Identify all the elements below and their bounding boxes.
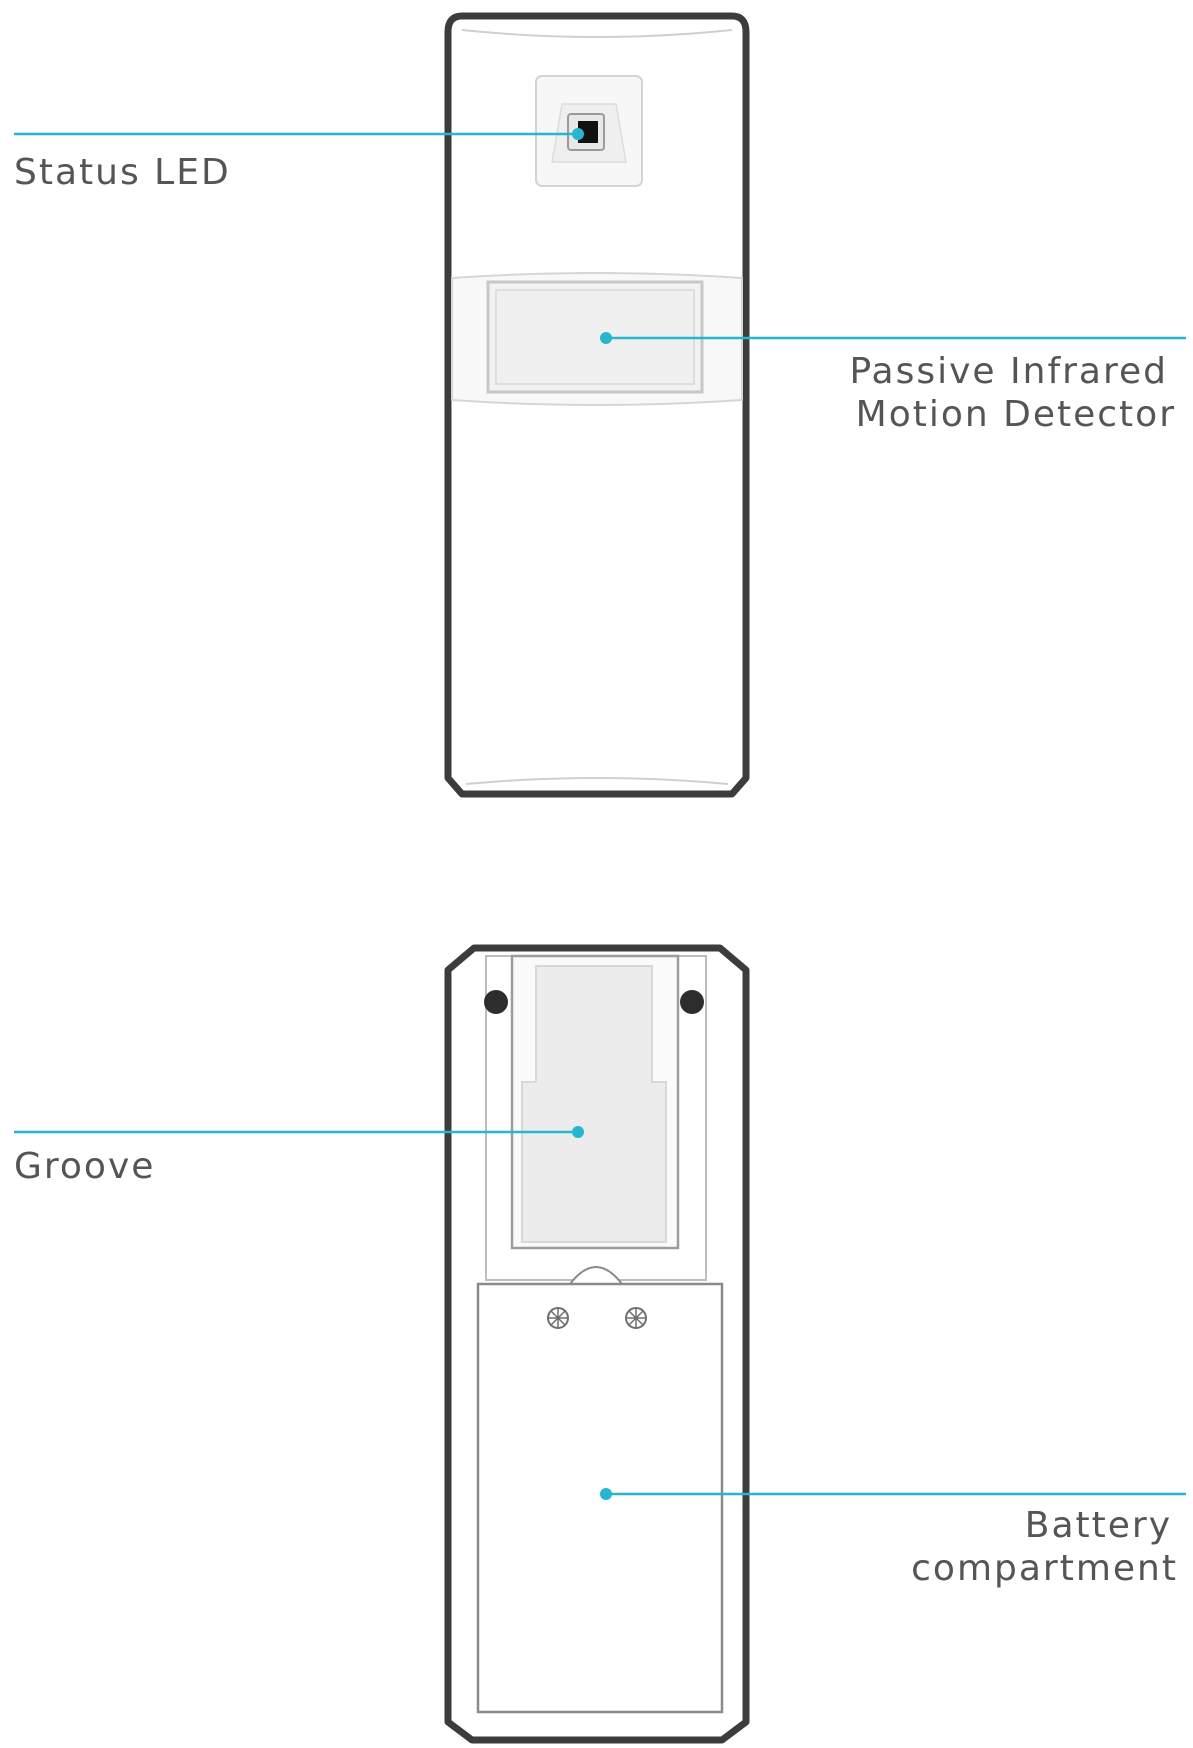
- callout-groove: Groove: [14, 1126, 584, 1187]
- status-led-light: [578, 121, 598, 143]
- mounting-hole-right: [680, 990, 704, 1014]
- back-view: [444, 944, 750, 1744]
- callout-status-led: Status LED: [14, 128, 584, 193]
- battery-compartment-cover: [476, 1282, 724, 1714]
- label-pir-sensor-line1: Passive Infrared: [849, 351, 1168, 392]
- label-battery-line2: compartment: [911, 1548, 1178, 1589]
- battery-latch: [569, 1266, 623, 1285]
- callout-pir-sensor: Passive Infrared Motion Detector: [600, 332, 1186, 435]
- front-view: [444, 12, 750, 798]
- label-pir-sensor-line2: Motion Detector: [856, 394, 1176, 435]
- callout-battery-compartment: Battery compartment: [600, 1488, 1186, 1589]
- groove: [521, 965, 667, 1243]
- front-bottom-edge: [465, 777, 729, 785]
- screw-icon: [547, 1307, 569, 1329]
- label-battery-line1: Battery: [1025, 1505, 1172, 1546]
- callout-dot: [572, 1126, 584, 1138]
- label-status-led: Status LED: [14, 152, 231, 193]
- status-led-housing: [535, 75, 643, 187]
- screw-icon: [625, 1307, 647, 1329]
- callout-dot: [600, 332, 612, 344]
- mounting-hole-left: [484, 990, 508, 1014]
- label-groove: Groove: [14, 1146, 155, 1187]
- callout-dot: [600, 1488, 612, 1500]
- front-top-edge: [461, 29, 733, 38]
- callout-dot: [572, 128, 584, 140]
